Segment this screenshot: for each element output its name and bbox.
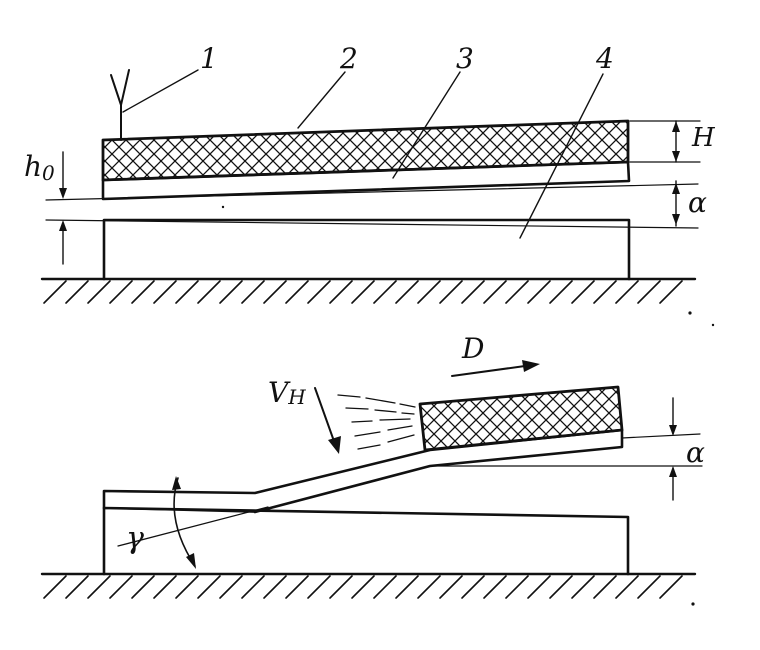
dimension-alpha-bottom bbox=[429, 397, 703, 501]
stray-mark bbox=[688, 311, 692, 315]
ground-hatch-line bbox=[219, 575, 243, 599]
ground-hatch-line bbox=[241, 575, 265, 599]
ground-hatch-line bbox=[637, 575, 661, 599]
ground-hatch-line bbox=[549, 280, 573, 304]
ground-hatch-line bbox=[549, 575, 573, 599]
ground-hatch-line bbox=[505, 575, 529, 599]
ground-hatch-line bbox=[417, 575, 441, 599]
ground-hatch-line bbox=[307, 280, 331, 304]
ground-hatch-line bbox=[395, 575, 419, 599]
label-h0: h0 bbox=[24, 150, 55, 185]
ground-hatch-line bbox=[131, 280, 155, 304]
ground-hatch-line bbox=[175, 575, 199, 599]
ground-hatch-line bbox=[219, 280, 243, 304]
ground-hatch-line bbox=[461, 575, 485, 599]
callout-1: 1 bbox=[200, 42, 218, 75]
ground-hatch-line bbox=[109, 280, 133, 304]
ground-hatch-line bbox=[197, 280, 221, 304]
ground-hatch-line bbox=[593, 575, 617, 599]
bottom-ground bbox=[40, 572, 697, 599]
bottom-view: D VH α γ bbox=[40, 323, 715, 606]
base-plate bbox=[102, 218, 631, 281]
ground-hatch-line bbox=[43, 280, 67, 304]
explosive-charge bbox=[101, 119, 630, 182]
ground-hatch-line bbox=[285, 280, 309, 304]
detonation-products bbox=[337, 394, 416, 450]
ground-hatch-line bbox=[461, 280, 485, 304]
ground-hatch-line bbox=[153, 575, 177, 599]
top-ground bbox=[40, 277, 697, 304]
ground-hatch-line bbox=[571, 280, 595, 304]
label-gamma: γ bbox=[126, 521, 144, 556]
ground-hatch-line bbox=[659, 575, 683, 599]
ground-hatch-line bbox=[197, 575, 221, 599]
ground-hatch-line bbox=[417, 280, 441, 304]
ground-hatch-line bbox=[153, 280, 177, 304]
ground-hatch-line bbox=[505, 280, 529, 304]
ground-hatch-line bbox=[43, 575, 67, 599]
ground-hatch-line bbox=[373, 575, 397, 599]
ground-hatch-line bbox=[109, 575, 133, 599]
leader-lines bbox=[122, 69, 604, 239]
ground-hatch-line bbox=[263, 280, 287, 304]
label-velocity: VH bbox=[268, 376, 306, 409]
stray-mark bbox=[691, 602, 695, 606]
dimension-alpha-top bbox=[672, 180, 680, 227]
ground-hatch-line bbox=[659, 280, 683, 304]
label-alpha-bottom: α bbox=[686, 436, 705, 469]
ground-hatch-line bbox=[439, 280, 463, 304]
ground-hatch-line bbox=[615, 575, 639, 599]
dimension-H bbox=[629, 120, 701, 163]
ground-hatch-line bbox=[637, 280, 661, 304]
callout-4: 4 bbox=[595, 42, 614, 75]
ground-hatch-line bbox=[65, 575, 89, 599]
top-view: 1 2 3 4 H α h0 bbox=[24, 42, 716, 315]
ground-hatch-line bbox=[615, 280, 639, 304]
ground-hatch-line bbox=[351, 280, 375, 304]
base-plate-bottom bbox=[102, 506, 630, 576]
velocity-arrow bbox=[314, 387, 341, 454]
ground-hatch-line bbox=[131, 575, 155, 599]
ground-hatch-line bbox=[65, 280, 89, 304]
ground-hatch-line bbox=[571, 575, 595, 599]
ground-hatch-line bbox=[241, 280, 265, 304]
ground-hatch-line bbox=[439, 575, 463, 599]
ground-hatch-line bbox=[263, 575, 287, 599]
stray-mark bbox=[221, 205, 225, 209]
ground-hatch-line bbox=[527, 575, 551, 599]
ground-hatch-line bbox=[373, 280, 397, 304]
ground-hatch-line bbox=[351, 575, 375, 599]
label-alpha-top: α bbox=[688, 186, 707, 219]
ground-hatch-line bbox=[483, 280, 507, 304]
ground-hatch-line bbox=[527, 280, 551, 304]
ground-hatch-line bbox=[307, 575, 331, 599]
ground-hatch-line bbox=[175, 280, 199, 304]
dimension-h0 bbox=[59, 151, 67, 265]
ground-hatch-line bbox=[87, 280, 111, 304]
ground-hatch-line bbox=[87, 575, 111, 599]
callout-3: 3 bbox=[456, 42, 474, 75]
gap-line-lower bbox=[45, 219, 699, 229]
ground-hatch-line bbox=[329, 280, 353, 304]
ground-hatch-line bbox=[593, 280, 617, 304]
detonator bbox=[110, 69, 130, 141]
callout-2: 2 bbox=[339, 42, 358, 75]
angle-gamma bbox=[117, 476, 269, 569]
label-D: D bbox=[461, 332, 484, 365]
ground-hatch-line bbox=[395, 280, 419, 304]
direction-arrow-D bbox=[451, 360, 540, 377]
explosive-charge-bottom bbox=[418, 385, 624, 452]
flyer-plate-bottom bbox=[102, 428, 624, 514]
label-H: H bbox=[691, 123, 716, 153]
ground-hatch-line bbox=[483, 575, 507, 599]
stray-mark bbox=[711, 323, 715, 327]
ground-hatch-line bbox=[329, 575, 353, 599]
ground-hatch-line bbox=[285, 575, 309, 599]
